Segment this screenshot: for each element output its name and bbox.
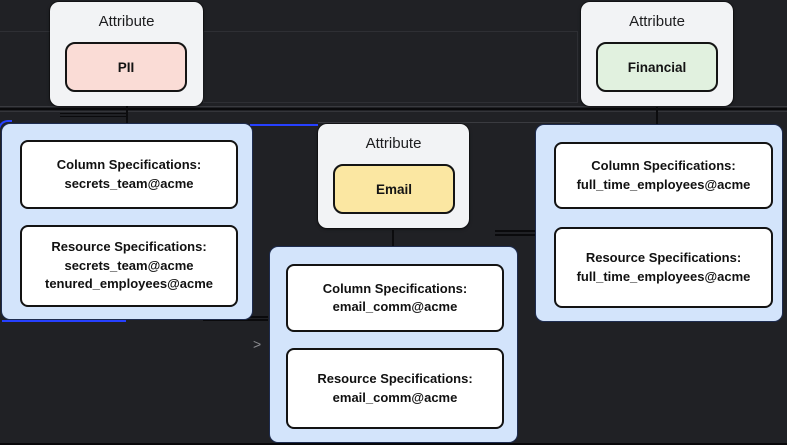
spec-group-pii[interactable]: Column Specifications: secrets_team@acme… [1, 123, 253, 320]
attribute-chip-email[interactable]: Email [333, 164, 455, 214]
resource-spec-box[interactable]: Resource Specifications: full_time_emplo… [554, 227, 773, 308]
resource-spec-box[interactable]: Resource Specifications: email_comm@acme [286, 348, 504, 429]
background-grid-line [0, 106, 787, 107]
attribute-chip-label: Email [375, 181, 413, 197]
spec-line: secrets_team@acme [64, 175, 194, 191]
edge-line-blue [2, 320, 126, 322]
edge-line-blue [250, 124, 318, 126]
attribute-chip-pii[interactable]: PII [65, 42, 187, 92]
background-bottom-line [0, 443, 787, 445]
attribute-node-pii[interactable]: Attribute PII [50, 2, 203, 106]
column-spec-box[interactable]: Column Specifications: email_comm@acme [286, 264, 504, 332]
edge-corner-blue [0, 120, 12, 134]
attribute-node-financial[interactable]: Attribute Financial [581, 2, 733, 106]
edge-line-dark [60, 116, 127, 117]
spec-line: Resource Specifications: [51, 239, 207, 255]
edge-tick-pii [126, 105, 128, 123]
spec-line: full_time_employees@acme [576, 268, 751, 284]
edge-tick-email [392, 230, 394, 246]
background-grid-line [0, 108, 787, 110]
spec-group-financial[interactable]: Column Specifications: full_time_employe… [535, 124, 783, 322]
background-row-outline [203, 31, 578, 103]
edge-line-dark [60, 113, 127, 114]
attribute-node-title: Attribute [98, 13, 155, 30]
attribute-node-title: Attribute [365, 135, 422, 152]
spec-line: email_comm@acme [332, 389, 458, 405]
edge-tick-financial [656, 107, 658, 124]
edge-line-dark [495, 234, 535, 236]
spec-line: email_comm@acme [332, 299, 458, 314]
spec-line: tenured_employees@acme [44, 276, 214, 292]
spec-line: Column Specifications: [322, 280, 468, 296]
attribute-chip-label: Financial [627, 59, 687, 75]
background-grid-line [0, 31, 50, 32]
spec-line: Resource Specifications: [317, 371, 473, 386]
edge-arrowhead-icon: > [253, 336, 262, 352]
spec-line: Column Specifications: [591, 158, 736, 173]
background-grid-line [0, 111, 787, 112]
background-grid-line [318, 122, 580, 123]
attribute-chip-financial[interactable]: Financial [596, 42, 718, 92]
spec-line: Column Specifications: [56, 157, 202, 172]
attribute-node-title: Attribute [629, 13, 685, 30]
column-spec-box[interactable]: Column Specifications: secrets_team@acme [20, 140, 238, 209]
attribute-chip-label: PII [117, 59, 135, 75]
resource-spec-box[interactable]: Resource Specifications: secrets_team@ac… [20, 225, 238, 307]
edge-line-dark [203, 319, 268, 321]
column-spec-box[interactable]: Column Specifications: full_time_employe… [554, 142, 773, 209]
spec-line: Resource Specifications: [585, 250, 742, 265]
spec-group-email[interactable]: Column Specifications: email_comm@acme R… [269, 246, 518, 443]
spec-line: full_time_employees@acme [576, 176, 751, 192]
spec-line: secrets_team@acme [64, 257, 194, 273]
edge-line-dark [495, 230, 535, 232]
attribute-node-email[interactable]: Attribute Email [318, 124, 469, 228]
